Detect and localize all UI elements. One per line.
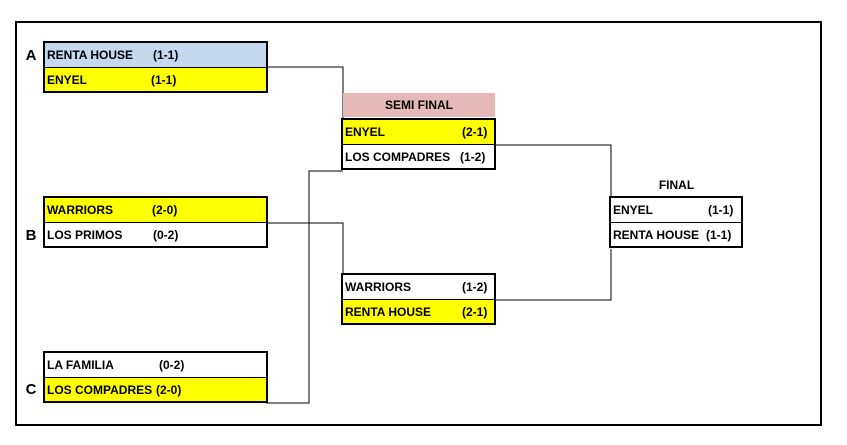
semi2-row-1: WARRIORS (1-2) <box>343 275 494 299</box>
final-header: FINAL <box>658 178 695 192</box>
team-record: (1-2) <box>462 280 488 294</box>
bracket-frame <box>15 21 822 426</box>
group-label-a: A <box>25 47 37 64</box>
group-c-box: LA FAMILIA (0-2) LOS COMPADRES (2-0) <box>43 351 268 403</box>
group-c-row-2: LOS COMPADRES (2-0) <box>45 377 266 401</box>
team-record: (1-1) <box>706 228 732 242</box>
connector-semi1-to-final <box>494 144 612 197</box>
connector-c-to-semi1 <box>266 170 343 404</box>
group-label-c: C <box>25 381 37 398</box>
team-name: RENTA HOUSE <box>47 48 134 62</box>
team-record: (1-1) <box>153 48 179 62</box>
group-label-b: B <box>25 227 37 244</box>
team-name: RENTA HOUSE <box>345 305 432 319</box>
team-name: LOS COMPADRES <box>47 383 153 397</box>
group-b-box: WARRIORS (2-0) LOS PRIMOS (0-2) <box>43 196 268 248</box>
team-name: LA FAMILIA <box>47 358 114 372</box>
team-name: ENYEL <box>47 73 88 87</box>
group-a-row-1: RENTA HOUSE (1-1) <box>45 43 266 67</box>
semi1-row-2: LOS COMPADRES (1-2) <box>343 144 494 168</box>
team-record: (0-2) <box>159 358 185 372</box>
team-record: (2-0) <box>156 383 182 397</box>
group-b-row-2: LOS PRIMOS (0-2) <box>45 222 266 246</box>
group-c-row-1: LA FAMILIA (0-2) <box>45 353 266 377</box>
group-a-row-2: ENYEL (1-1) <box>45 67 266 91</box>
team-name: WARRIORS <box>47 203 113 217</box>
team-name: LOS PRIMOS <box>47 228 123 242</box>
team-name: WARRIORS <box>345 280 411 294</box>
team-record: (1-1) <box>151 73 177 87</box>
team-record: (1-1) <box>708 203 734 217</box>
semi-final-match-2: WARRIORS (1-2) RENTA HOUSE (2-1) <box>341 273 496 325</box>
final-row-1: ENYEL (1-1) <box>611 198 741 222</box>
team-record: (2-1) <box>462 125 488 139</box>
semi-final-match-1: ENYEL (2-1) LOS COMPADRES (1-2) <box>341 118 496 170</box>
team-name: ENYEL <box>345 125 386 139</box>
semi-final-header: SEMI FINAL <box>343 93 495 117</box>
group-a-box: RENTA HOUSE (1-1) ENYEL (1-1) <box>43 41 268 93</box>
team-name: ENYEL <box>613 203 654 217</box>
connector-semi2-to-final <box>494 249 612 301</box>
final-match: ENYEL (1-1) RENTA HOUSE (1-1) <box>609 196 743 248</box>
group-b-row-1: WARRIORS (2-0) <box>45 198 266 222</box>
team-record: (0-2) <box>153 228 179 242</box>
final-row-2: RENTA HOUSE (1-1) <box>611 222 741 246</box>
connector-a-to-semi1 <box>266 66 344 129</box>
semi1-row-1: ENYEL (2-1) <box>343 120 494 144</box>
connector-b-to-semi2 <box>266 222 344 277</box>
team-record: (1-2) <box>460 150 486 164</box>
semi2-row-2: RENTA HOUSE (2-1) <box>343 299 494 323</box>
team-name: LOS COMPADRES <box>345 150 451 164</box>
team-record: (2-0) <box>152 203 178 217</box>
team-name: RENTA HOUSE <box>613 228 700 242</box>
team-record: (2-1) <box>462 305 488 319</box>
